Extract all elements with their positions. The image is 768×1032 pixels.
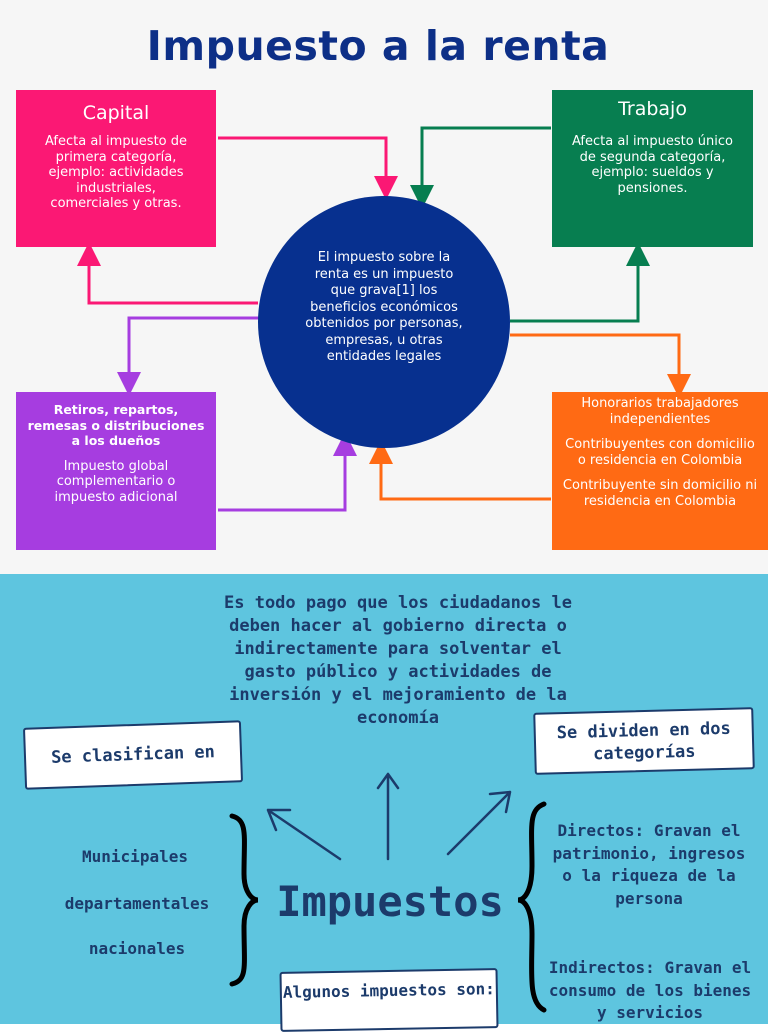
center-text: El impuesto sobre la renta es un impuest… (305, 250, 463, 364)
retiros-title: Retiros, repartos, remesas o distribucio… (27, 402, 205, 448)
arrow-left (266, 808, 342, 861)
trabajo-to-center-arrow (410, 126, 551, 209)
retiros-text: Impuesto global complementario o impuest… (54, 458, 178, 505)
right-brace (517, 801, 547, 1013)
arrow-up (376, 772, 400, 861)
honorarios-line1: Honorarios trabajadores independientes (581, 396, 739, 427)
center-to-capital-arrow (77, 242, 258, 305)
capital-title: Capital (82, 102, 150, 124)
trabajo-title: Trabajo (618, 98, 687, 120)
directos-text: Directos: Gravan el patrimonio, ingresos… (552, 821, 746, 908)
center-circle: El impuesto sobre la renta es un impuest… (258, 196, 510, 448)
left-brace (229, 813, 259, 987)
level-nacionales: nacionales (88, 939, 186, 958)
connector-arrows (77, 126, 691, 512)
capital-to-center-arrow (218, 136, 398, 200)
capital-box: Capital Afecta al impuesto de primera ca… (16, 90, 216, 247)
trabajo-text: Afecta al impuesto único de segunda cate… (572, 134, 733, 196)
arrow-right (446, 790, 512, 856)
honorarios-line2: Contribuyentes con domicilio o residenci… (565, 437, 755, 468)
tax-definition: Es todo pago que los ciudadanos le deben… (224, 593, 572, 728)
doodle-lines (229, 772, 547, 1013)
center-to-honorarios-arrow (510, 333, 691, 398)
bottom-panel (0, 574, 768, 1024)
indirectos-text: Indirectos: Gravan el consumo de los bie… (548, 958, 752, 1022)
level-municipales: Municipales (82, 847, 188, 866)
page-title: Impuesto a la renta (146, 22, 610, 70)
honorarios-to-center-arrow (369, 440, 551, 501)
honorarios-line3: Contribuyente sin domicilio ni residenci… (562, 478, 758, 509)
center-to-trabajo-arrow (510, 242, 650, 323)
level-departamentales: departamentales (64, 894, 210, 913)
trabajo-box: Trabajo Afecta al impuesto único de segu… (552, 90, 753, 247)
center-to-retiros-arrow (117, 316, 259, 396)
retiros-to-center-arrow (218, 432, 357, 512)
retiros-box: Retiros, repartos, remesas o distribucio… (16, 392, 216, 550)
impuestos-heading: Impuestos (276, 877, 504, 926)
capital-text: Afecta al impuesto de primera categoría,… (44, 134, 188, 211)
honorarios-box: Honorarios trabajadores independientes C… (552, 392, 768, 550)
